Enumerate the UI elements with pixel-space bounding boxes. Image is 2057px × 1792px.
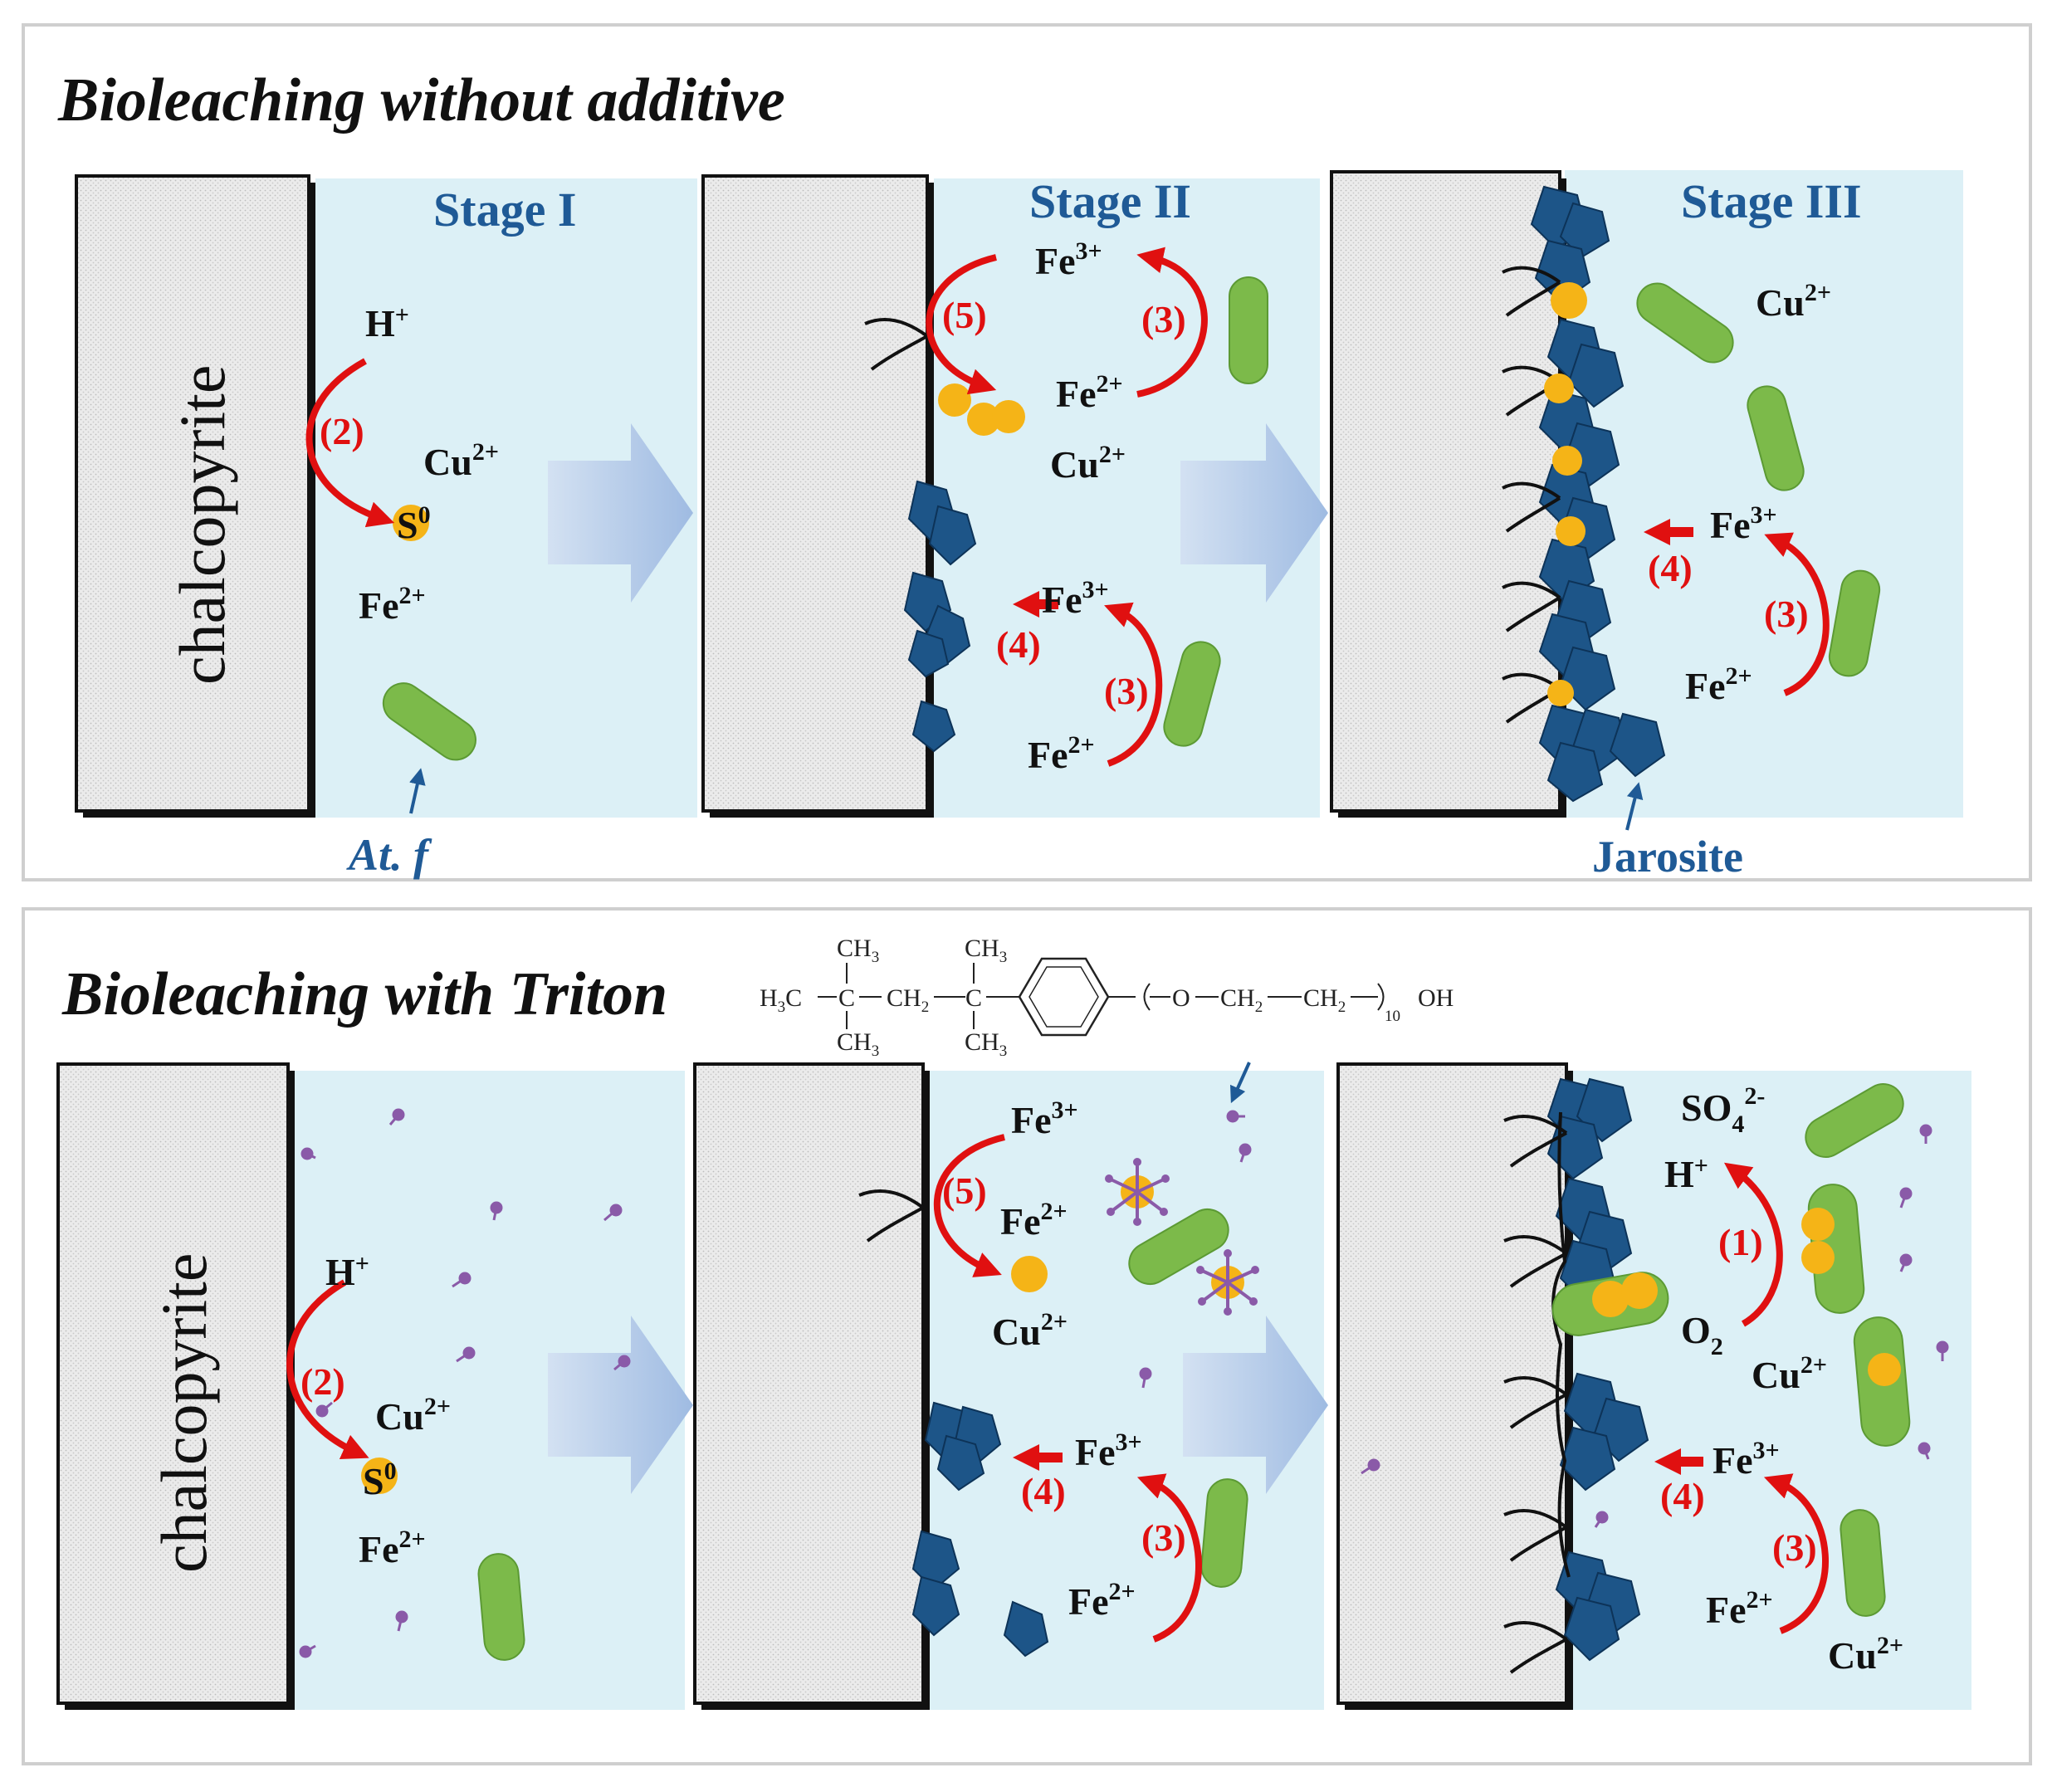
svg-text:(3): (3): [1104, 670, 1149, 712]
triton-structure: CH3 H3C C CH3 CH2 C CH3 CH3 O CH2 CH2 10…: [760, 935, 1454, 1060]
svg-text:(2): (2): [300, 1360, 345, 1403]
svg-text:H+: H+: [365, 301, 409, 344]
svg-text:C: C: [965, 984, 982, 1012]
svg-text:H+: H+: [325, 1250, 369, 1293]
svg-text:Fe2+: Fe2+: [1056, 370, 1123, 415]
stage-label-2: Stage II: [1029, 174, 1191, 228]
svg-text:(5): (5): [942, 1169, 987, 1212]
surfactant-micelles: [1108, 1162, 1256, 1311]
mineral-blocks: [56, 170, 1573, 1710]
svg-text:Fe3+: Fe3+: [1075, 1428, 1142, 1473]
jarosite-pointer: [1625, 782, 1644, 831]
svg-text:CH3: CH3: [965, 1028, 1007, 1060]
svg-text:CH2: CH2: [887, 984, 929, 1016]
bacterium: [1828, 569, 1881, 677]
panel-top-title: Bioleaching without additive: [57, 66, 785, 134]
svg-text:Fe2+: Fe2+: [1000, 1198, 1068, 1243]
svg-text:(5): (5): [942, 294, 987, 336]
svg-text:S0: S0: [363, 1458, 397, 1502]
bacterium: [1200, 1478, 1248, 1588]
svg-text:(4): (4): [996, 623, 1041, 666]
bacterium: [382, 682, 476, 761]
svg-text:(1): (1): [1718, 1221, 1763, 1263]
svg-text:Cu2+: Cu2+: [1756, 279, 1831, 324]
bacterium: [1747, 385, 1805, 491]
bacterium: [1163, 641, 1221, 747]
svg-text:Fe3+: Fe3+: [1035, 237, 1102, 282]
svg-text:(3): (3): [1141, 1516, 1186, 1559]
svg-text:(3): (3): [1141, 298, 1186, 340]
precipitation-arrows: [1013, 519, 1703, 1475]
bacterium-label: At. f: [346, 830, 432, 880]
svg-text:Cu2+: Cu2+: [375, 1393, 451, 1438]
panel-bottom-title: Bioleaching with Triton: [61, 960, 667, 1028]
svg-text:CH3: CH3: [965, 935, 1007, 966]
svg-text:Fe2+: Fe2+: [1068, 1578, 1136, 1623]
mineral-label-bottom: chalcopyrite: [148, 1253, 220, 1573]
svg-text:Cu2+: Cu2+: [1752, 1351, 1827, 1396]
svg-text:CH3: CH3: [837, 1028, 879, 1060]
svg-text:SO42-: SO42-: [1681, 1082, 1765, 1138]
svg-text:OH: OH: [1418, 984, 1454, 1012]
bacterium: [1229, 276, 1268, 384]
svg-text:Cu2+: Cu2+: [423, 438, 499, 483]
svg-text:Fe3+: Fe3+: [1713, 1437, 1780, 1482]
ion-labels: H+ Cu2+ S0 Fe2+ Fe3+ Fe2+ Cu2+ Fe3+ Fe2+…: [325, 237, 1903, 1677]
svg-text:(3): (3): [1772, 1526, 1817, 1569]
svg-text:Cu2+: Cu2+: [1828, 1632, 1903, 1677]
svg-text:Fe2+: Fe2+: [359, 1526, 426, 1570]
svg-text:Fe3+: Fe3+: [1011, 1096, 1078, 1141]
process-arrows: [548, 423, 1328, 1494]
svg-text:Fe2+: Fe2+: [1028, 731, 1095, 776]
svg-text:Fe2+: Fe2+: [359, 582, 426, 627]
svg-text:O: O: [1172, 984, 1190, 1012]
svg-text:(2): (2): [320, 410, 364, 452]
svg-text:H+: H+: [1664, 1152, 1708, 1195]
reaction-arrows: [286, 247, 1830, 1643]
svg-text:O2: O2: [1681, 1309, 1723, 1360]
svg-text:Fe3+: Fe3+: [1042, 576, 1109, 621]
svg-text:10: 10: [1385, 1008, 1400, 1025]
svg-text:Cu2+: Cu2+: [992, 1308, 1068, 1353]
svg-text:Cu2+: Cu2+: [1050, 441, 1126, 486]
polymer-strand: [1551, 1111, 1571, 1578]
eps-tendrils: [858, 266, 1568, 1674]
reaction-numbers: (2) (5) (3) (4) (3) (4) (3) (2) (5) (4) …: [300, 294, 1817, 1569]
svg-text:CH2: CH2: [1220, 984, 1263, 1016]
triton-molecules: [299, 1108, 1949, 1658]
jarosite-label: Jarosite: [1592, 832, 1743, 881]
bacterium: [477, 1553, 525, 1661]
svg-text:(4): (4): [1648, 547, 1693, 589]
svg-text:Fe2+: Fe2+: [1685, 662, 1752, 707]
bacterium: [1636, 282, 1734, 364]
mineral-label-top: chalcopyrite: [166, 365, 238, 685]
bacterium-pointer: [409, 768, 426, 814]
svg-text:Fe2+: Fe2+: [1706, 1586, 1773, 1631]
svg-text:H3C: H3C: [760, 984, 802, 1016]
surfactant-micelle-tips: [1105, 1158, 1259, 1316]
svg-text:C: C: [838, 984, 855, 1012]
svg-text:CH2: CH2: [1303, 984, 1346, 1016]
svg-text:Fe3+: Fe3+: [1710, 501, 1777, 546]
svg-text:CH3: CH3: [837, 935, 879, 966]
stage-label-1: Stage I: [433, 183, 576, 237]
svg-text:S0: S0: [397, 501, 431, 546]
jarosite-crystals: [903, 185, 1666, 1662]
triton-pointer: [1229, 1062, 1251, 1104]
svg-text:(3): (3): [1764, 593, 1809, 635]
bacterium: [1128, 1209, 1229, 1285]
bacterium: [1840, 1509, 1886, 1617]
stage-label-3: Stage III: [1681, 174, 1862, 228]
svg-text:(4): (4): [1021, 1470, 1066, 1512]
bacterium: [1805, 1083, 1904, 1158]
svg-text:(4): (4): [1660, 1475, 1705, 1517]
